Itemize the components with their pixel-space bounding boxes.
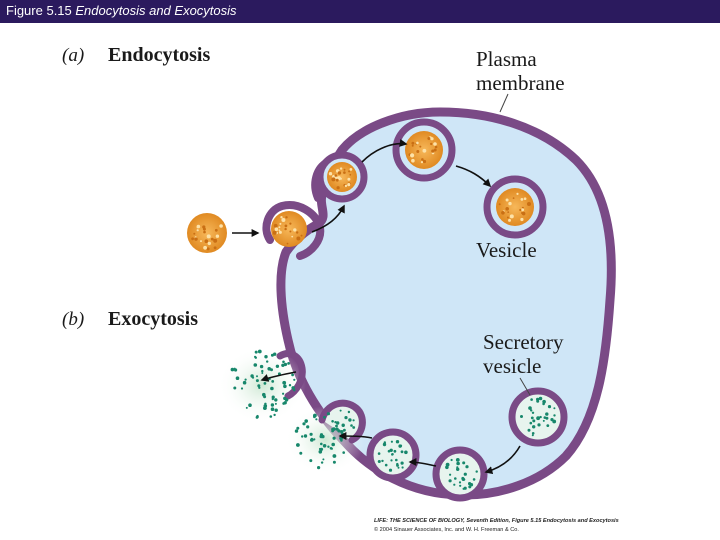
secretory-label-line1: Secretory <box>483 330 564 354</box>
pinching-vesicle <box>316 151 368 203</box>
exo-vesicle-opening <box>318 399 366 444</box>
plasma-label-line1: Plasma <box>476 47 537 71</box>
arrow-vesicle-open <box>338 432 373 441</box>
part-b-letter: (b) <box>62 309 85 330</box>
part-a-title: Endocytosis <box>108 44 211 66</box>
membrane-invagination-lower <box>262 201 325 260</box>
exo-vesicle-approaching <box>432 446 488 502</box>
leader-plasma-membrane <box>499 93 509 113</box>
figure-title: Figure 5.15 Endocytosis and Exocytosis <box>6 3 237 18</box>
arrow-vesicle-inward <box>455 165 492 188</box>
arrow-pinch-off <box>361 139 408 163</box>
arrow-contents-release <box>260 371 297 382</box>
figure-title-bar: Figure 5.15 Endocytosis and Exocytosis <box>0 0 720 23</box>
figure-number: Figure 5.15 <box>6 3 72 18</box>
cargo-texture <box>191 136 531 251</box>
secreted-contents <box>230 349 557 490</box>
leader-secretory-vesicle <box>519 377 531 396</box>
credit-line1: LIFE: THE SCIENCE OF BIOLOGY, Seventh Ed… <box>374 518 619 524</box>
arrow-secretory-outward <box>484 445 521 475</box>
secretory-label-line2: vesicle <box>483 354 542 378</box>
vesicle-label: Vesicle <box>476 238 537 262</box>
arrow-vesicle-fuse <box>408 458 437 467</box>
extracellular-particle <box>187 213 227 253</box>
part-a-letter: (a) <box>62 45 85 66</box>
internal-vesicle-2 <box>483 175 547 239</box>
credit-line2: © 2004 Sinauer Associates, Inc. and W. H… <box>374 527 519 533</box>
plasma-label-line2: membrane <box>476 71 565 95</box>
arrow-engulf <box>311 204 345 233</box>
figure-caption: Endocytosis and Exocytosis <box>75 3 237 18</box>
part-b-title: Exocytosis <box>108 308 198 330</box>
